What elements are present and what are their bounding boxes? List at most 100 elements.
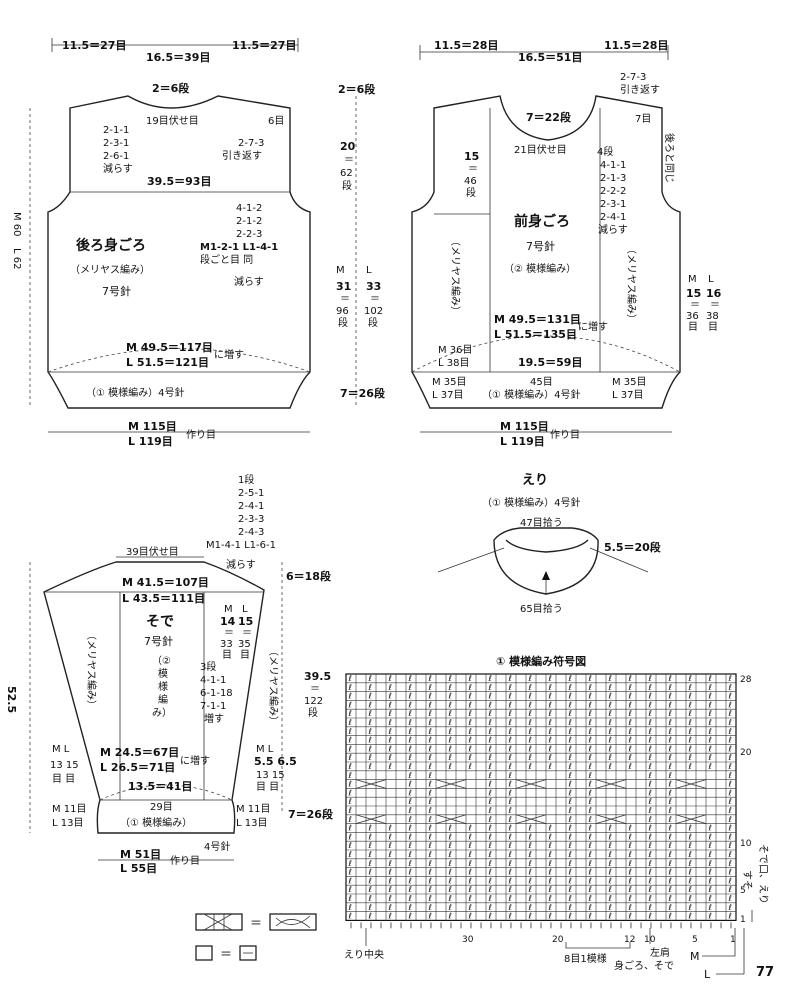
sleeve-cuff-center: 29目: [150, 802, 173, 813]
sleeve-col-l-5: 目: [240, 650, 250, 661]
chart-twist-symbol: ℓ: [548, 700, 552, 709]
chart-twist-symbol: ℓ: [648, 709, 652, 718]
sleeve-top-l: L 43.5＝111目: [122, 592, 205, 605]
chart-twist-symbol: ℓ: [368, 736, 372, 745]
chart-title: ① 模様編み符号図: [496, 654, 586, 668]
chart-twist-symbol: ℓ: [528, 841, 532, 850]
chart-twist-symbol: ℓ: [648, 727, 652, 736]
front-stitch-center: （② 模様編み）: [504, 262, 576, 275]
sleeve-inc-5: 増す: [204, 712, 224, 725]
chart-twist-symbol: ℓ: [368, 744, 372, 753]
chart-twist-symbol: ℓ: [628, 885, 632, 894]
sleeve-cap-2: 2-5-1: [238, 488, 264, 499]
chart-twist-symbol: ℓ: [728, 753, 732, 762]
mid-m-5: 段: [338, 316, 348, 329]
front-side-l-2: 16: [706, 287, 722, 300]
chart-twist-symbol: ℓ: [708, 700, 712, 709]
sleeve-stitch-2: 模: [158, 668, 168, 680]
chart-twist-symbol: ℓ: [668, 718, 672, 727]
chart-twist-symbol: ℓ: [428, 832, 432, 841]
back-shoulder-rows: 6目: [268, 116, 284, 127]
chart-twist-symbol: ℓ: [508, 912, 512, 921]
chart-cable-cross: [515, 814, 547, 824]
sleeve-stitch-right: （メリヤス編み）: [267, 646, 280, 726]
chart-twist-symbol: ℓ: [708, 885, 712, 894]
sleeve-left-ml-1: M L: [52, 744, 70, 755]
chart-twist-symbol: ℓ: [728, 736, 732, 745]
back-top-dim-1: 11.5＝27目: [62, 39, 126, 52]
chart-twist-symbol: ℓ: [588, 683, 592, 692]
sleeve-len-right-1: 39.5: [304, 670, 331, 683]
chart-twist-symbol: ℓ: [588, 841, 592, 850]
chart-twist-symbol: ℓ: [608, 762, 612, 771]
chart-twist-symbol: ℓ: [568, 894, 572, 903]
front-rib-side-left-l: L 37目: [432, 390, 463, 401]
chart-row-1: 1: [740, 915, 746, 925]
chart-twist-symbol: ℓ: [468, 841, 472, 850]
chart-twist-symbol: ℓ: [388, 859, 392, 868]
chart-twist-symbol: ℓ: [708, 850, 712, 859]
chart-twist-symbol: ℓ: [628, 762, 632, 771]
back-rib: （① 模様編み）4号針: [86, 386, 185, 399]
back-title: 後ろ身ごろ: [76, 237, 146, 254]
chart-twist-symbol: ℓ: [648, 868, 652, 877]
chart-twist-symbol: ℓ: [488, 727, 492, 736]
chart-twist-symbol: ℓ: [728, 744, 732, 753]
chart-twist-symbol: ℓ: [708, 683, 712, 692]
sleeve-cast-on-note: 作り目: [170, 855, 200, 867]
chart-twist-symbol: ℓ: [388, 868, 392, 877]
chart-twist-symbol: ℓ: [508, 709, 512, 718]
chart-twist-symbol: ℓ: [548, 850, 552, 859]
chart-twist-symbol: ℓ: [428, 683, 432, 692]
front-side-l-5: 目: [708, 322, 718, 333]
chart-twist-symbol: ℓ: [548, 753, 552, 762]
chart-twist-symbol: ℓ: [508, 753, 512, 762]
chart-twist-symbol: ℓ: [648, 797, 652, 806]
chart-twist-symbol: ℓ: [588, 797, 592, 806]
chart-twist-symbol: ℓ: [628, 894, 632, 903]
chart-twist-symbol: ℓ: [688, 674, 692, 683]
front-rib: （① 模様編み）4号針: [482, 388, 581, 401]
chart-twist-symbol: ℓ: [648, 736, 652, 745]
chart-twist-symbol: ℓ: [508, 736, 512, 745]
chart-twist-symbol: ℓ: [368, 894, 372, 903]
chart-twist-symbol: ℓ: [428, 771, 432, 780]
chart-twist-symbol: ℓ: [348, 841, 352, 850]
chart-twist-symbol: ℓ: [568, 885, 572, 894]
chart-twist-symbol: ℓ: [728, 718, 732, 727]
chart-twist-symbol: ℓ: [528, 683, 532, 692]
collar-title: えり: [522, 473, 548, 488]
sleeve-left-ml-2: 13 15: [50, 760, 79, 771]
chart-twist-symbol: ℓ: [408, 850, 412, 859]
chart-twist-symbol: ℓ: [628, 832, 632, 841]
chart-twist-symbol: ℓ: [668, 841, 672, 850]
chart-twist-symbol: ℓ: [688, 912, 692, 921]
chart-twist-symbol: ℓ: [608, 894, 612, 903]
chart-twist-symbol: ℓ: [568, 788, 572, 797]
chart-twist-symbol: ℓ: [568, 841, 572, 850]
chart-twist-symbol: ℓ: [488, 683, 492, 692]
sleeve-right-ml-1: M L: [256, 744, 274, 755]
chart-twist-symbol: ℓ: [428, 753, 432, 762]
chart-twist-symbol: ℓ: [348, 683, 352, 692]
sleeve-length: 52.5: [5, 686, 18, 713]
chart-body-label: 身ごろ、そで: [614, 959, 674, 972]
chart-twist-symbol: ℓ: [568, 753, 572, 762]
chart-twist-symbol: ℓ: [348, 876, 352, 885]
chart-twist-symbol: ℓ: [448, 709, 452, 718]
chart-twist-symbol: ℓ: [588, 894, 592, 903]
front-top-dim-2: 16.5＝51目: [518, 51, 582, 64]
chart-twist-symbol: ℓ: [568, 806, 572, 815]
chart-twist-symbol: ℓ: [608, 700, 612, 709]
chart-twist-symbol: ℓ: [428, 718, 432, 727]
chart-twist-symbol: ℓ: [668, 709, 672, 718]
chart-twist-symbol: ℓ: [388, 692, 392, 701]
chart-twist-symbol: ℓ: [708, 753, 712, 762]
front-rib-side-right-m: M 35目: [612, 377, 647, 388]
chart-twist-symbol: ℓ: [508, 824, 512, 833]
chart-twist-symbol: ℓ: [528, 885, 532, 894]
chart-twist-symbol: ℓ: [348, 859, 352, 868]
chart-twist-symbol: ℓ: [488, 780, 492, 789]
chart-twist-symbol: ℓ: [448, 683, 452, 692]
chart-twist-symbol: ℓ: [468, 850, 472, 859]
